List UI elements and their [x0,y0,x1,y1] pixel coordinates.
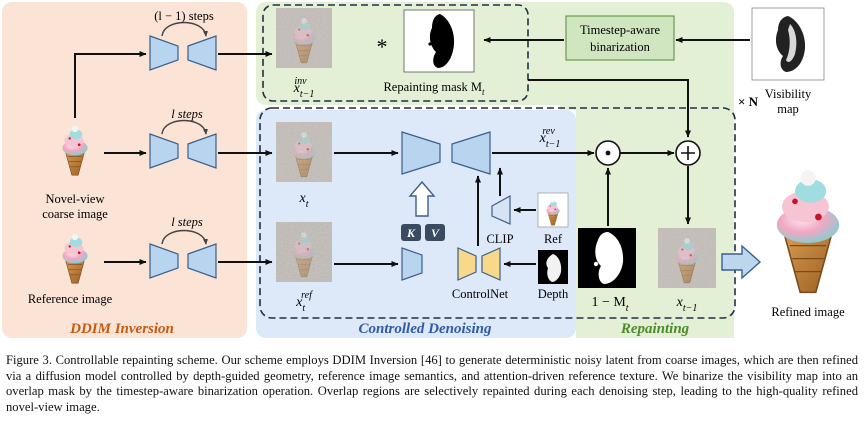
latent-x-prev-image [658,228,716,288]
v-label: V [431,226,440,240]
output-arrow [721,244,762,280]
times-n-label: × N [738,94,759,109]
clip-encoder [491,194,511,225]
kv-up-arrow [408,180,436,217]
latent-x-inv-image [276,8,332,68]
star-operator: * [377,34,388,59]
loop-dashed-box [259,107,736,319]
visibility-map-image [751,7,825,81]
clip-label: CLIP [486,232,513,246]
latent-x-inv-label: xt−1inv [293,76,315,100]
steps-bottom-label: l steps [171,215,203,229]
latent-x-prev-label: xt−1 [676,295,698,314]
inversion-unet-top [149,21,217,71]
latent-x-ref-image [276,222,332,282]
controlnet-label: ControlNet [452,287,509,301]
repainting-mask-label: Repainting mask Mt [383,80,485,97]
depth-label: Depth [538,287,569,301]
novel-view-label-line2: coarse image [42,207,108,221]
ref-label: Ref [544,232,563,246]
section-title-denoising: Controlled Denoising [359,321,492,337]
section-title-repainting: Repainting [620,321,690,337]
inverse-mask-image [578,228,636,288]
reference-label: Reference image [28,292,113,306]
inverse-mask-label: 1 − Mt [591,295,628,314]
inversion-unet-bottom [149,229,217,279]
refined-image-label: Refined image [771,305,845,319]
refined-image [775,168,841,294]
controlnet-block [457,247,501,281]
v-box [425,224,445,241]
depth-thumbnail [538,250,568,284]
binarization-line1: Timestep-aware [580,23,661,37]
figure-caption: Figure 3. Controllable repainting scheme… [6,353,858,414]
binarization-line2: binarization [590,40,650,54]
steps-top-label: (l − 1) steps [154,9,214,23]
denoising-unet [401,131,491,175]
repainting-mask-image [403,9,475,73]
latent-x-rev-label: xt−1rev [539,126,561,150]
novel-view-label-line1: Novel-view [45,192,104,206]
steps-middle-label: l steps [171,107,203,121]
latent-x-t-image [276,122,332,182]
ref-thumbnail [537,192,569,228]
inversion-unet-middle [149,119,217,169]
reference-encoder [401,247,423,281]
visibility-label-line1: Visibility [765,87,812,101]
k-label: K [406,226,416,240]
repainting-scheme-figure: DDIM Inversion Controlled Denoising Repa… [2,2,845,338]
latent-x-ref-label: xtref [295,290,313,314]
visibility-label-line2: map [777,102,799,116]
binarization-box [565,15,675,61]
latent-x-t-label: xt [299,191,309,210]
section-title-inversion: DDIM Inversion [69,321,174,337]
k-box [401,224,421,241]
